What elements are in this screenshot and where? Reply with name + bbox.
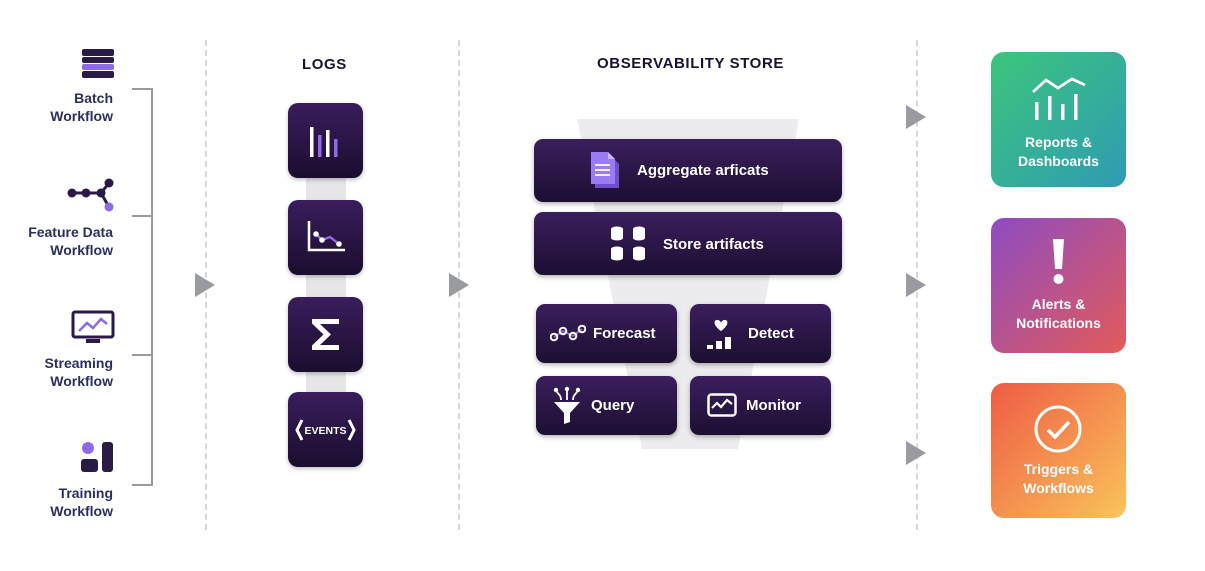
monitor-icon — [707, 393, 737, 417]
filter-funnel-icon — [553, 386, 581, 424]
sigma-icon — [312, 319, 339, 350]
store-title: OBSERVABILITY STORE — [597, 55, 784, 72]
exclamation-icon — [1053, 239, 1064, 284]
events-icon: EVENTS — [295, 419, 356, 441]
arrow-to-alerts — [906, 273, 926, 297]
events-text: EVENTS — [304, 425, 346, 437]
aggregate-artifacts-label: Aggregate arficats — [637, 162, 769, 179]
check-circle-icon — [1034, 405, 1082, 453]
alerts-label: Alerts &Notifications — [1016, 296, 1101, 331]
database-grid-icon — [611, 226, 645, 261]
log-tile-trends — [288, 200, 363, 275]
arrow-to-logs — [195, 273, 215, 297]
store-artifacts-label: Store artifacts — [663, 236, 764, 253]
training-shapes-icon — [81, 442, 113, 472]
store-artifacts-bar: Store artifacts — [534, 212, 842, 275]
query-tile: Query — [536, 376, 677, 435]
monitor-label: Monitor — [746, 397, 801, 414]
reports-label: Reports &Dashboards — [1018, 134, 1099, 169]
document-icon — [591, 152, 619, 188]
node-graph-icon — [67, 178, 114, 212]
logs-title: LOGS — [302, 56, 347, 73]
line-chart-icon — [307, 221, 345, 252]
output-card-reports: Reports &Dashboards — [991, 52, 1126, 187]
monitor-tile: Monitor — [690, 376, 831, 435]
forecast-tile: Forecast — [536, 304, 677, 363]
query-label: Query — [591, 397, 635, 414]
arrow-to-reports — [906, 105, 926, 129]
output-card-alerts: Alerts &Notifications — [991, 218, 1126, 353]
triggers-label: Triggers &Workflows — [1023, 461, 1094, 496]
detect-tile: Detect — [690, 304, 831, 363]
forecast-icon — [550, 324, 586, 342]
forecast-label: Forecast — [593, 325, 656, 342]
bar-chart-icon — [310, 127, 338, 157]
log-tile-events: EVENTS — [288, 392, 363, 467]
database-stack-icon — [82, 49, 114, 78]
arrow-to-store — [449, 273, 469, 297]
aggregate-artifacts-bar: Aggregate arficats — [534, 139, 842, 202]
dashboard-chart-icon — [1032, 77, 1086, 120]
arrow-to-triggers — [906, 441, 926, 465]
output-card-triggers: Triggers &Workflows — [991, 383, 1126, 518]
detect-label: Detect — [748, 325, 794, 342]
detect-icon — [707, 319, 731, 349]
monitor-chart-icon — [71, 310, 115, 343]
logs-connector — [306, 140, 346, 440]
log-tile-metrics — [288, 103, 363, 178]
log-tile-aggregations — [288, 297, 363, 372]
